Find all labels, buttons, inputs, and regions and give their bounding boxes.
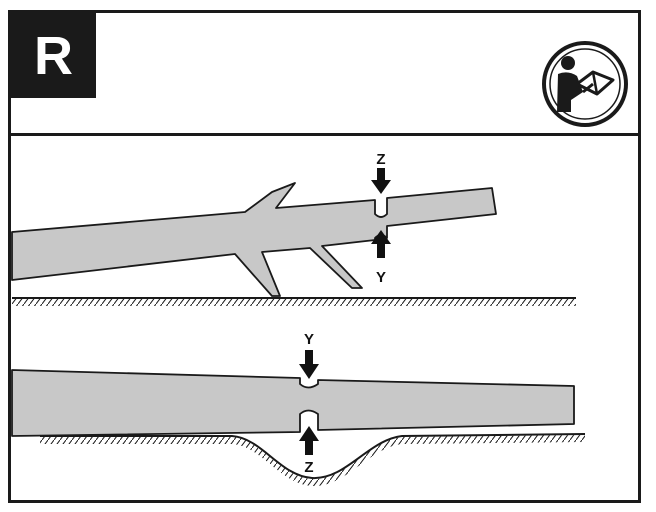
section-badge: R (11, 13, 96, 98)
top-label-upper: Z (376, 151, 385, 168)
top-arrow-down (371, 168, 391, 194)
badge-letter: R (34, 25, 73, 86)
bottom-label-upper: Y (304, 331, 314, 348)
read-manual-icon (542, 41, 628, 127)
top-label-lower: Y (376, 269, 386, 286)
top-arrow-up (371, 230, 391, 258)
header-divider (8, 133, 641, 136)
top-ground-hatch (12, 299, 576, 306)
bottom-arrow-up (299, 426, 319, 455)
top-log (11, 182, 497, 297)
bottom-ground-line (40, 433, 586, 480)
bottom-log (11, 369, 575, 437)
bottom-scene: Y Z (11, 331, 586, 487)
bottom-label-lower: Z (304, 459, 313, 476)
top-scene: Z Y (11, 151, 576, 306)
bottom-ground-hatch (40, 435, 585, 487)
bottom-arrow-down (299, 350, 319, 379)
